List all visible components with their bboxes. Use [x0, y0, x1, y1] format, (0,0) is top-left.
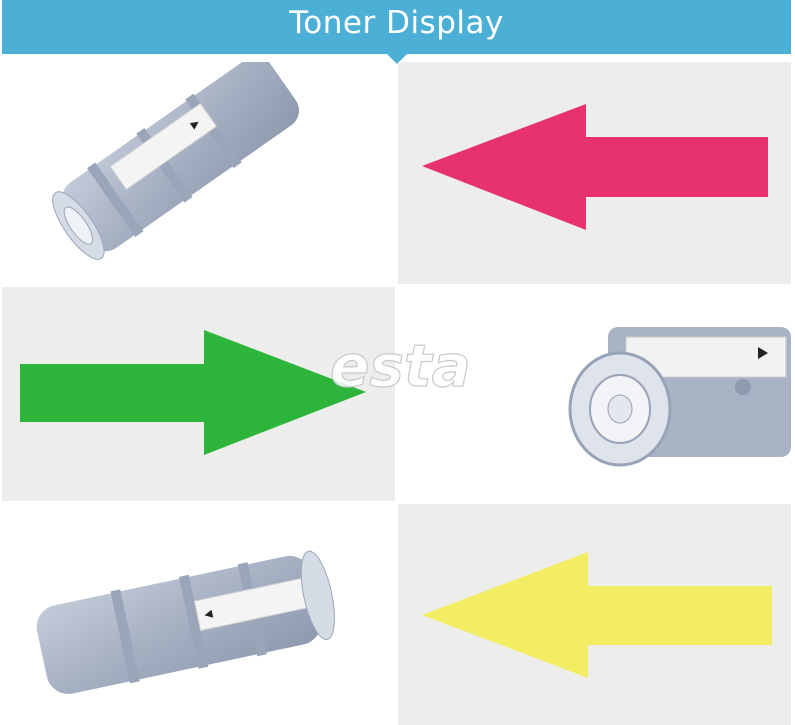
header-notch	[385, 52, 409, 64]
watermark-text: esta	[330, 332, 471, 400]
toner-image-cell-1	[2, 62, 395, 284]
toner-image-cell-2	[398, 287, 791, 501]
esta-watermark-logo: esta	[329, 331, 471, 400]
left-arrow-icon	[422, 552, 772, 678]
left-arrow-icon	[422, 104, 768, 230]
arrow-cell-yellow	[398, 504, 791, 725]
arrow-cell-green	[2, 287, 395, 501]
arrow-cell-magenta	[398, 62, 791, 284]
toner-cartridge-image	[52, 62, 300, 260]
page-title: Toner Display	[289, 5, 504, 41]
right-arrow-icon	[20, 330, 366, 455]
toner-nozzle-image	[568, 327, 791, 467]
toner-image-cell-3	[2, 504, 395, 725]
header-banner: Toner Display	[2, 0, 791, 54]
toner-cartridge-lying-image	[36, 550, 335, 694]
